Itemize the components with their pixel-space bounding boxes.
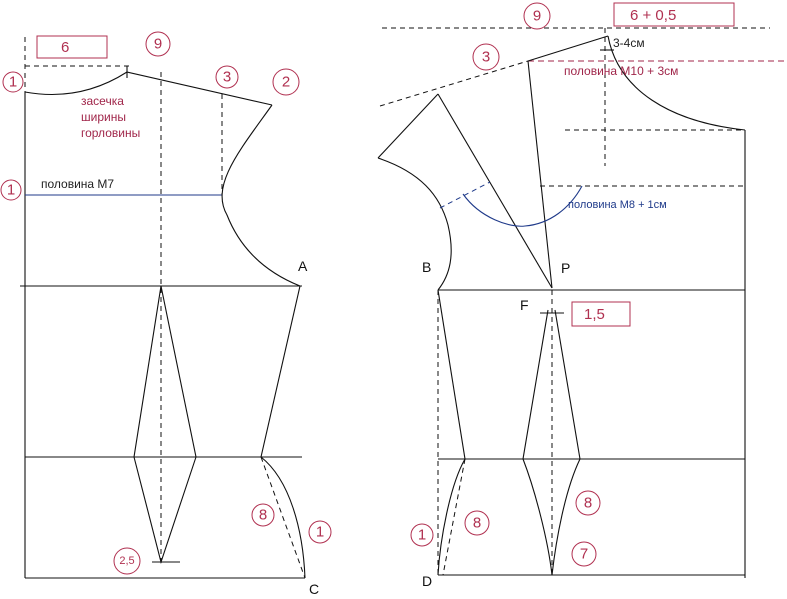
front-piece [377, 27, 787, 578]
front-waist-dart [522, 309, 581, 576]
back-neck-measure-text: 6 [61, 39, 69, 56]
step-number: 8 [473, 515, 481, 532]
step-number: 1 [316, 524, 324, 541]
point-label-c: C [309, 581, 319, 597]
front-dart-leg-left [437, 93, 553, 289]
step-circle-front-7: 7 [571, 541, 597, 567]
back-side-upper [260, 285, 301, 458]
step-number: 1 [9, 74, 17, 91]
back-neck-measure-box: 6 [36, 35, 108, 59]
step-number: 3 [223, 69, 231, 86]
front-side-dashed-lower [442, 458, 466, 576]
step-number: 8 [259, 507, 267, 524]
front-dart-leg-right [527, 60, 553, 289]
step-circle-front-8-side: 8 [464, 510, 490, 536]
neck-notch-note-line3: горловины [81, 126, 140, 140]
back-side-dashed [260, 456, 306, 579]
front-armhole [377, 157, 452, 291]
front-chest-dashed [439, 181, 491, 209]
neck-notch-note-line1: засечка [81, 94, 124, 108]
front-dart-measure-box: 1,5 [571, 301, 631, 327]
step-circle-front-8-center: 8 [575, 490, 601, 516]
point-label-f: F [520, 297, 529, 313]
point-label-b: B [422, 259, 431, 275]
step-circle-back-3: 3 [215, 65, 239, 89]
front-side-lower [437, 458, 466, 576]
step-number: 2,5 [119, 555, 134, 567]
front-shoulder-guide [379, 60, 529, 107]
step-circle-back-1-chest: 1 [0, 179, 22, 201]
back-shoulder-line [126, 71, 273, 106]
front-neckline [607, 35, 746, 131]
step-circle-front-3: 3 [472, 43, 500, 71]
neck-notch-note-line2: ширины [81, 110, 126, 124]
step-number: 7 [580, 546, 588, 563]
front-drop-note: 3-4см [613, 36, 645, 50]
step-number: 2 [282, 74, 290, 91]
front-side-upper [437, 289, 466, 460]
step-circle-back-2-5: 2,5 [113, 547, 141, 575]
back-half-m7-note: половина М7 [41, 177, 114, 191]
point-label-d: D [422, 573, 432, 589]
step-circle-front-1-hem: 1 [410, 523, 434, 547]
front-neck-measure-text: 6 + 0,5 [630, 7, 676, 24]
front-dart-measure-text: 1,5 [584, 306, 605, 323]
back-piece [20, 37, 306, 579]
step-circle-front-9: 9 [523, 2, 551, 30]
point-label-p: P [561, 260, 570, 276]
step-number: 8 [584, 495, 592, 512]
front-shoulder-line [527, 35, 609, 62]
step-circle-back-1-hem: 1 [308, 520, 332, 544]
point-label-a: A [298, 258, 308, 274]
front-chest-arc [462, 185, 583, 227]
step-circle-back-1-top: 1 [2, 71, 24, 93]
front-neck-measure-box: 6 + 0,5 [613, 2, 735, 27]
back-side-lower [260, 456, 306, 579]
back-waist-dart [133, 285, 197, 564]
back-armhole [221, 104, 301, 287]
front-rotated-shoulder [377, 93, 439, 159]
step-number: 3 [482, 49, 490, 66]
step-number: 1 [7, 182, 15, 199]
step-circle-back-9: 9 [145, 31, 171, 57]
step-number: 9 [154, 36, 162, 53]
step-number: 9 [533, 8, 541, 25]
back-neckline [24, 71, 128, 96]
step-circle-back-2: 2 [272, 68, 300, 96]
step-circle-back-8: 8 [251, 503, 275, 527]
step-number: 1 [418, 527, 426, 544]
front-half-m8-note: половина М8 + 1см [568, 199, 667, 211]
front-half-m10-note: половина М10 + 3см [564, 64, 678, 78]
